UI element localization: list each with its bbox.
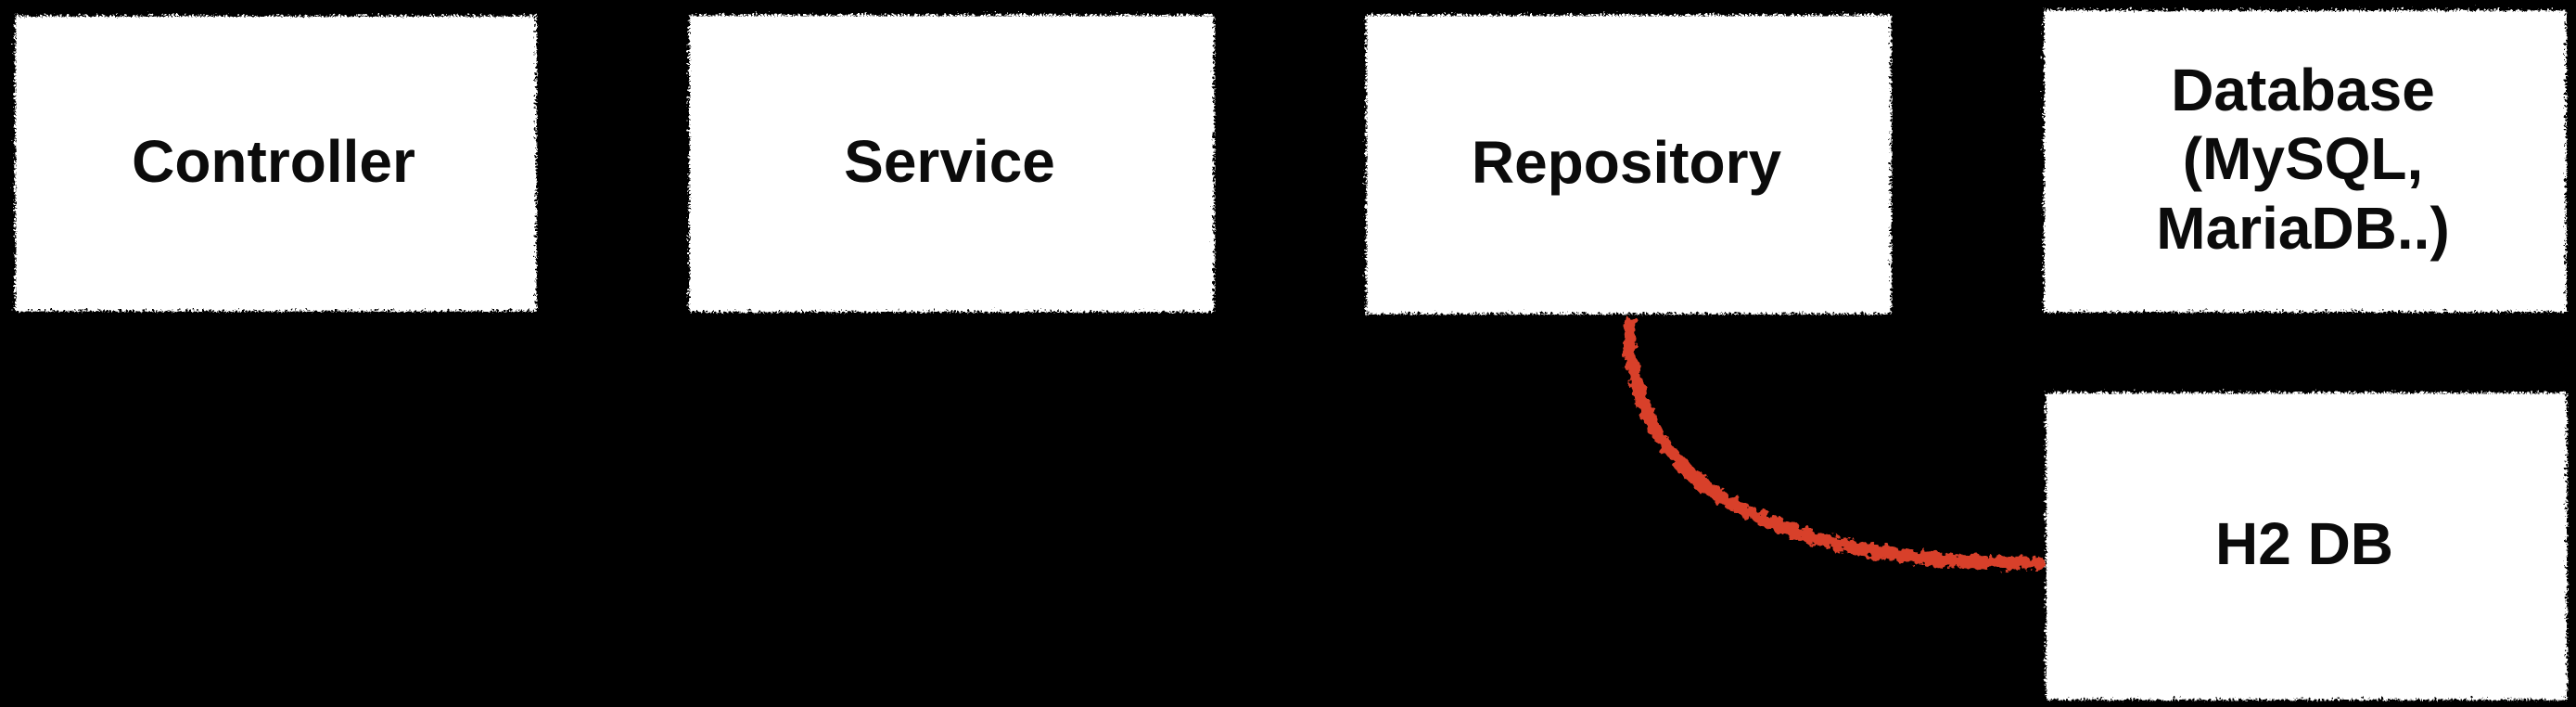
controller-box [13, 14, 534, 309]
repository-to-h2db-connector [1623, 317, 2045, 570]
node-boxes-group [13, 8, 2565, 698]
repository-box [1364, 13, 1889, 312]
service-box [687, 13, 1212, 310]
database-box [2042, 8, 2564, 310]
h2db-box [2044, 391, 2565, 698]
